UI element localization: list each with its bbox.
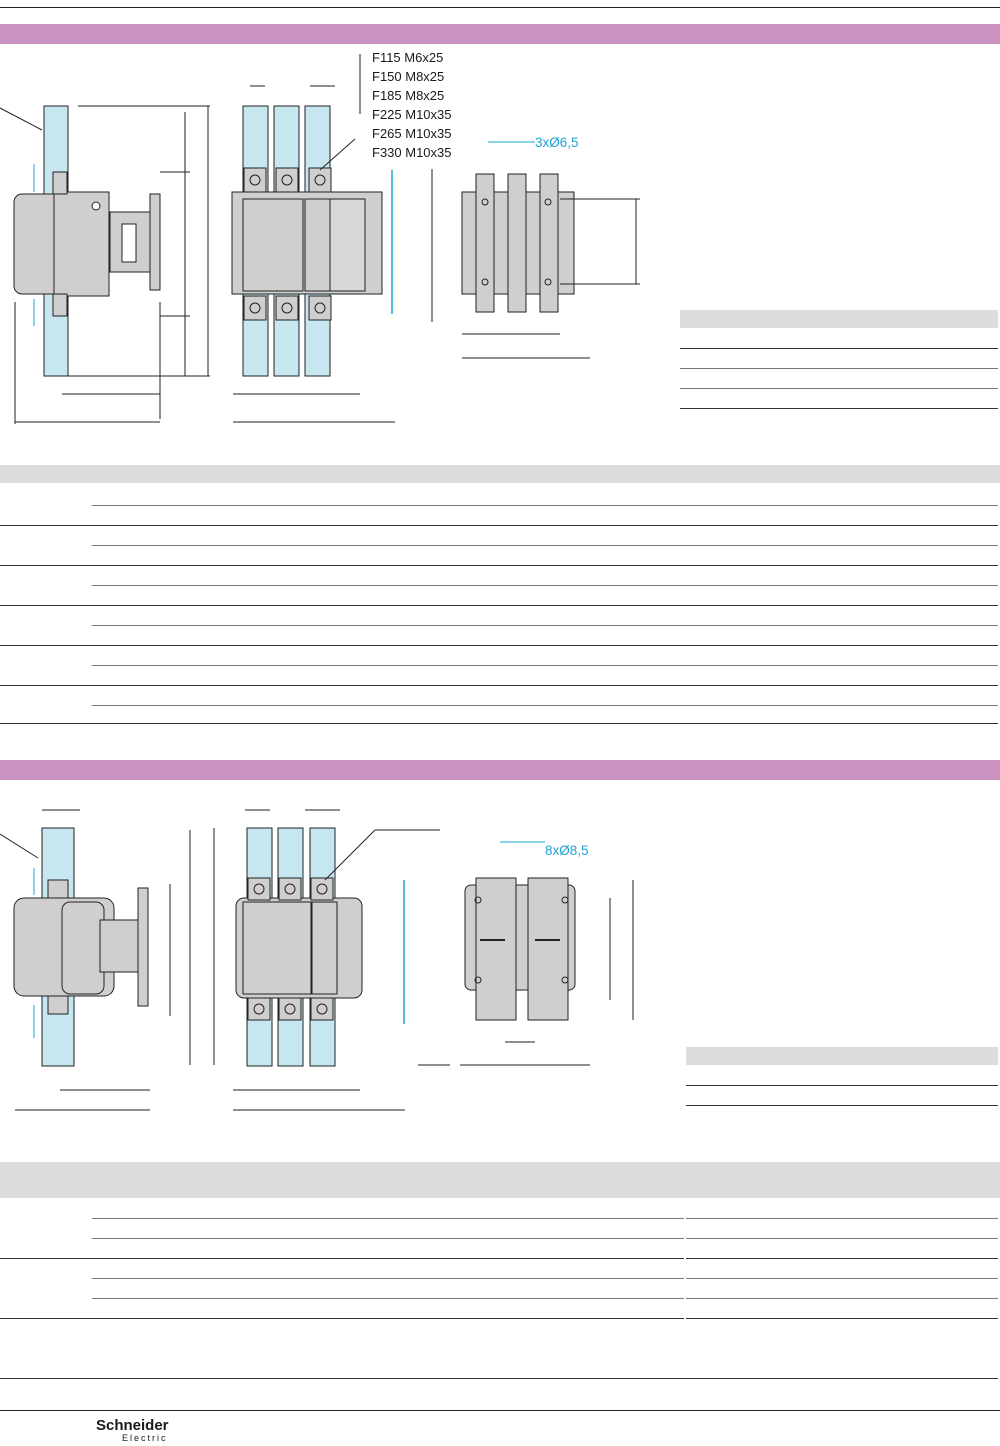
s1-table-rule bbox=[92, 545, 998, 546]
schneider-electric-logo: Schneider Electric bbox=[96, 1418, 169, 1444]
s2-table-rule bbox=[0, 1378, 998, 1379]
front-view-1 bbox=[231, 54, 395, 423]
s1-side-table-rule bbox=[680, 408, 998, 409]
top-rule bbox=[0, 7, 1000, 8]
s2-table-rule bbox=[686, 1318, 998, 1319]
s1-side-table-rule bbox=[680, 348, 998, 349]
s2-table-rule bbox=[686, 1238, 998, 1239]
screw-size-4: F265 M10x35 bbox=[372, 126, 452, 141]
s1-table-rule bbox=[92, 665, 998, 666]
section-1-header-band bbox=[0, 24, 1000, 44]
s2-side-table-rule bbox=[686, 1105, 998, 1106]
hole-label-1: 3xØ6,5 bbox=[535, 135, 579, 150]
s2-side-table-head bbox=[686, 1047, 998, 1065]
mounting-view-2 bbox=[418, 841, 634, 1066]
s1-side-table-rule bbox=[680, 368, 998, 369]
front-view-2 bbox=[233, 809, 440, 1111]
s1-table-rule bbox=[92, 705, 998, 706]
s2-table-rule bbox=[686, 1298, 998, 1299]
s1-table-rule bbox=[0, 685, 998, 686]
screw-size-2: F185 M8x25 bbox=[372, 88, 444, 103]
s1-table-rule bbox=[0, 645, 998, 646]
side-view-2 bbox=[0, 809, 215, 1111]
s1-table-rule bbox=[0, 525, 998, 526]
screw-size-1: F150 M8x25 bbox=[372, 69, 444, 84]
screw-size-0: F115 M6x25 bbox=[372, 50, 443, 65]
screw-size-list: F115 M6x25 F150 M8x25 F185 M8x25 F225 M1… bbox=[372, 50, 452, 160]
s2-table-rule bbox=[92, 1278, 684, 1279]
s1-main-table-head bbox=[0, 465, 1000, 483]
s1-table-rule bbox=[92, 585, 998, 586]
s2-table-rule bbox=[0, 1258, 684, 1259]
s2-table-rule bbox=[92, 1238, 684, 1239]
footer-rule bbox=[0, 1410, 1000, 1411]
s1-table-rule bbox=[92, 505, 998, 506]
hole-label-2: 8xØ8,5 bbox=[545, 843, 589, 858]
mounting-view-1 bbox=[431, 141, 640, 359]
section-1-drawings: F115 M6x25 F150 M8x25 F185 M8x25 F225 M1… bbox=[0, 50, 640, 424]
s2-table-rule bbox=[92, 1298, 684, 1299]
side-view-1 bbox=[0, 105, 210, 424]
s2-table-rule bbox=[686, 1278, 998, 1279]
s1-table-rule bbox=[0, 565, 998, 566]
s2-table-rule bbox=[686, 1218, 998, 1219]
s2-side-table-rule bbox=[686, 1085, 998, 1086]
s1-table-rule bbox=[0, 723, 998, 724]
s2-table-rule bbox=[0, 1318, 684, 1319]
s2-main-table-head bbox=[0, 1162, 1000, 1198]
logo-brand: Schneider bbox=[96, 1417, 169, 1434]
screw-size-3: F225 M10x35 bbox=[372, 107, 452, 122]
section-2-drawings: 8xØ8,5 bbox=[0, 809, 634, 1111]
logo-sub: Electric bbox=[122, 1433, 168, 1443]
s1-table-rule bbox=[92, 625, 998, 626]
section-2-header-band bbox=[0, 760, 1000, 780]
screw-size-5: F330 M10x35 bbox=[372, 145, 452, 160]
s1-side-table-head bbox=[680, 310, 998, 328]
s2-table-rule bbox=[92, 1218, 684, 1219]
s1-side-table-rule bbox=[680, 388, 998, 389]
s2-table-rule bbox=[686, 1258, 998, 1259]
s1-table-rule bbox=[0, 605, 998, 606]
